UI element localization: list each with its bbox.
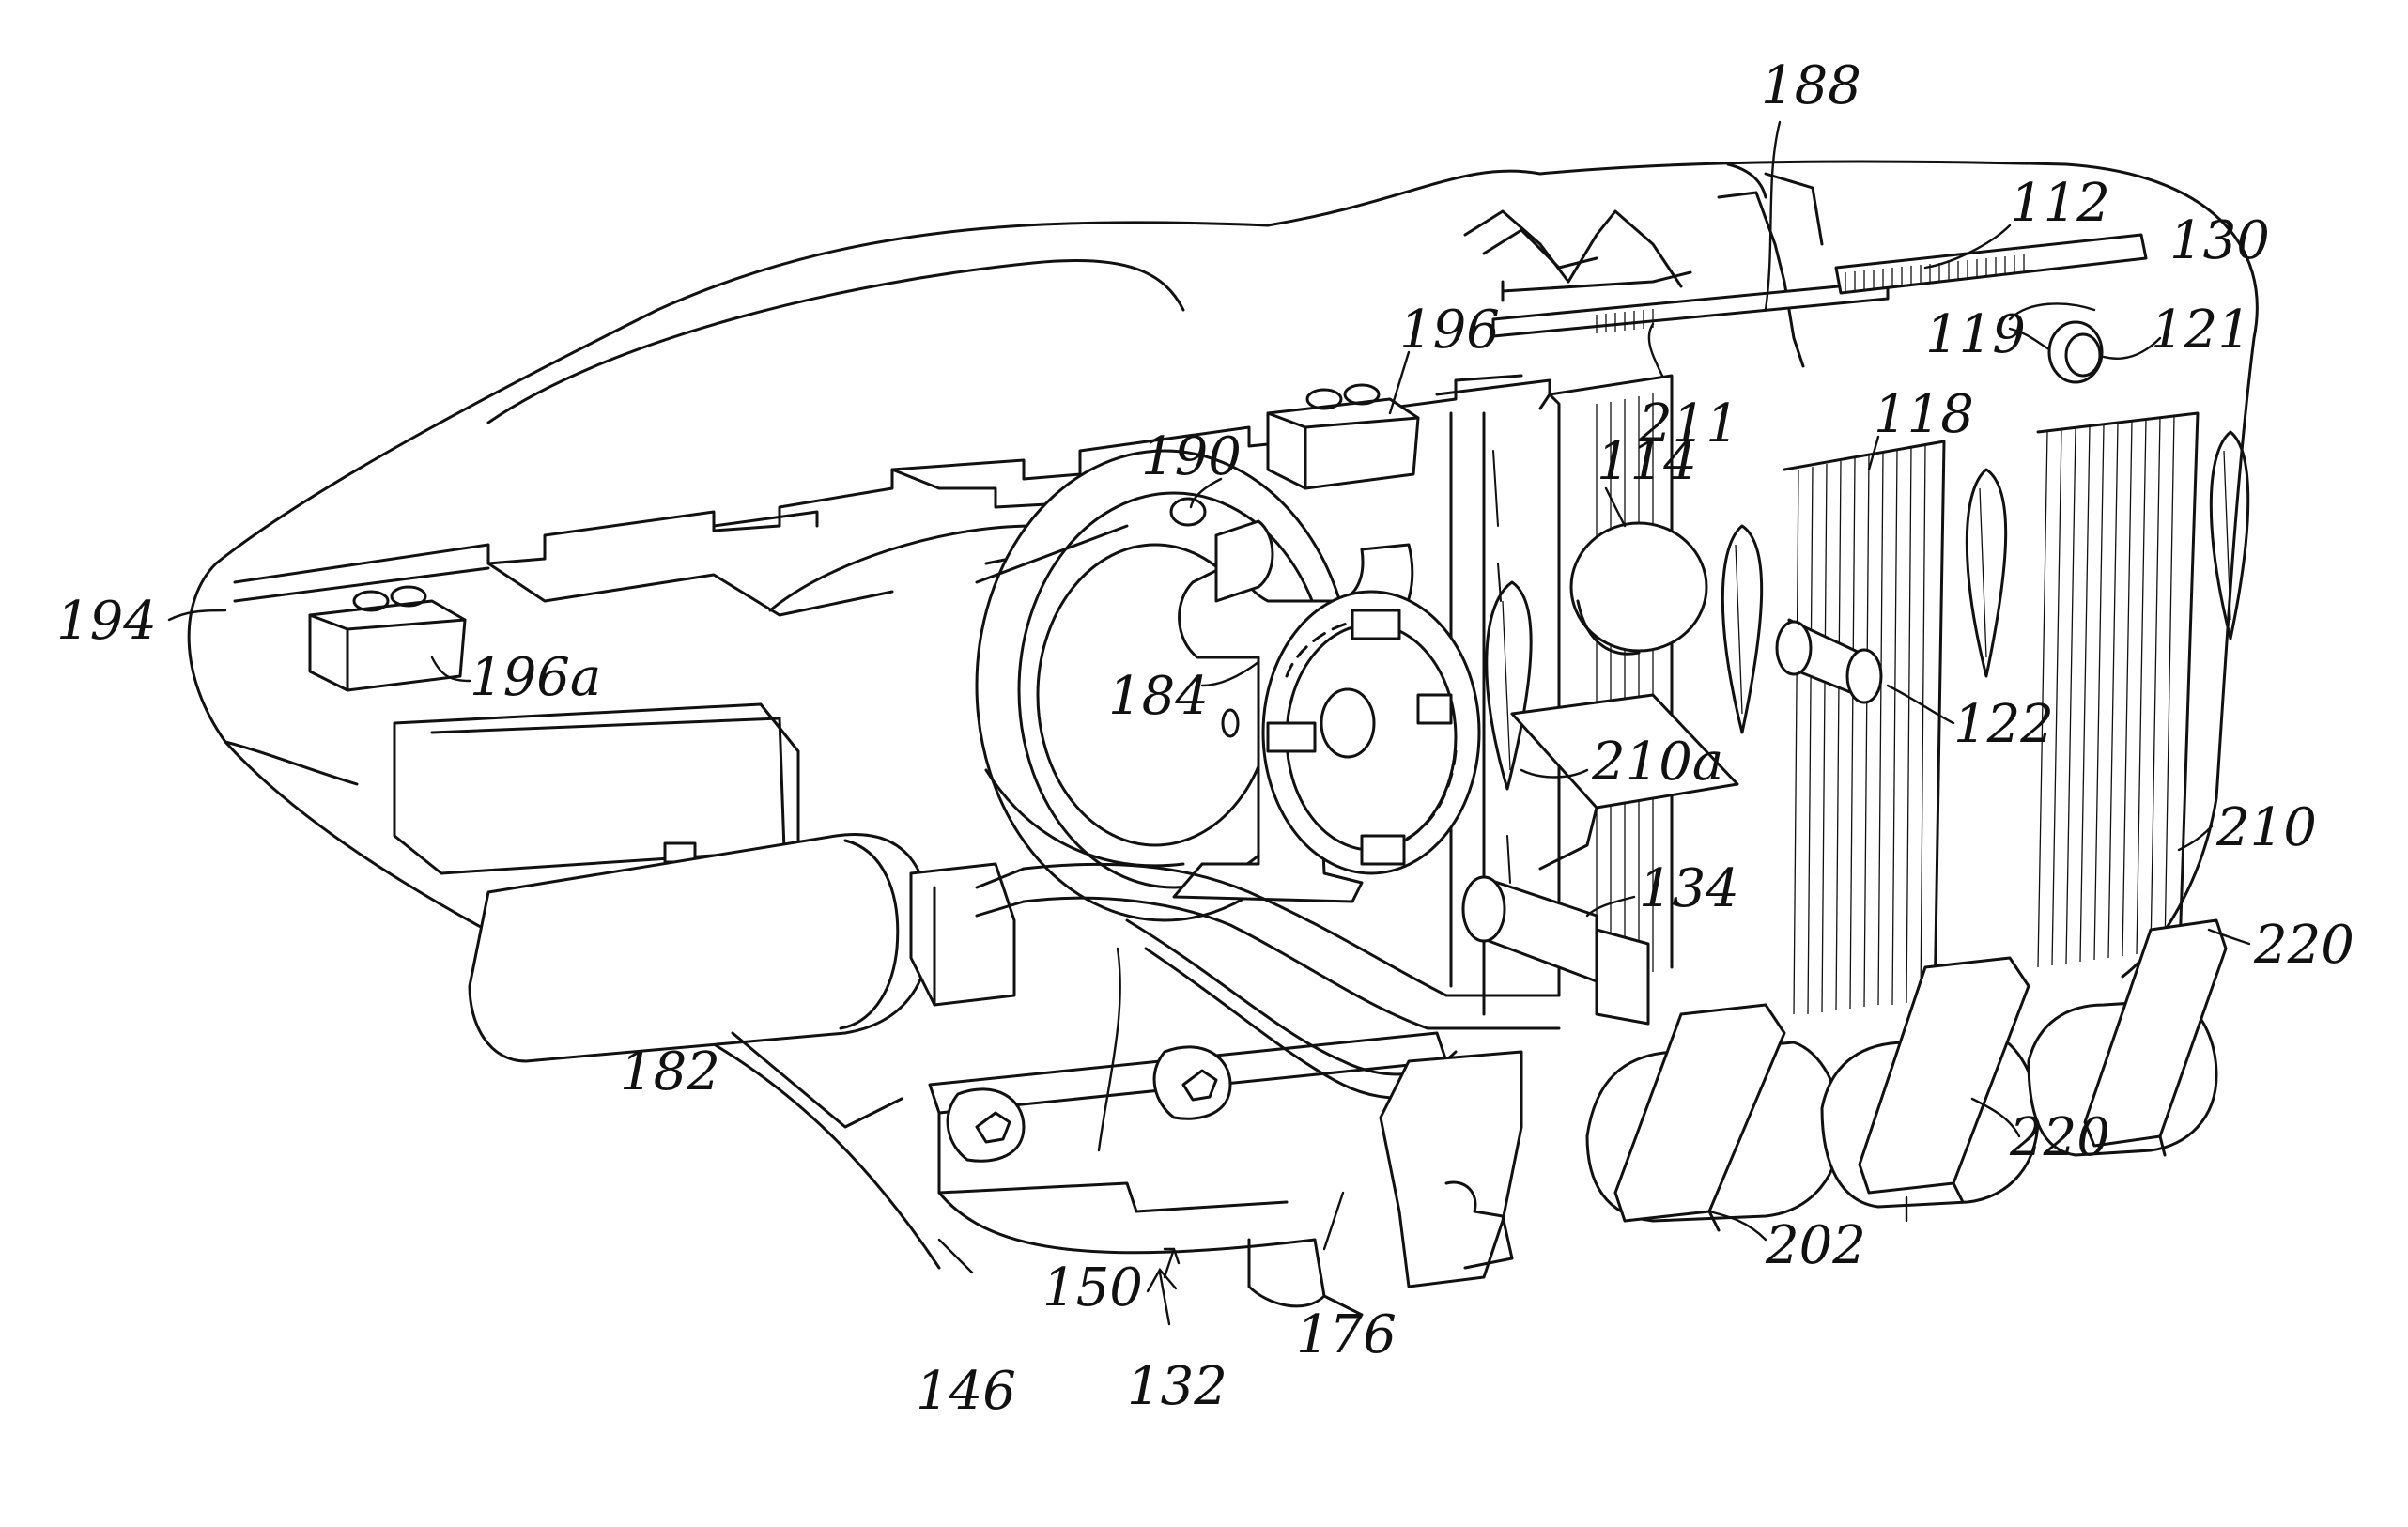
button-114 bbox=[1571, 523, 1706, 654]
label-112: 112 bbox=[2010, 173, 2110, 234]
pin-134 bbox=[1463, 877, 1648, 1024]
label-121: 121 bbox=[2151, 300, 2251, 361]
label-210a: 210a bbox=[1591, 732, 1723, 793]
label-130: 130 bbox=[2169, 210, 2270, 271]
label-196a: 196a bbox=[470, 647, 601, 708]
motor-clamp bbox=[911, 864, 1014, 1005]
label-190: 190 bbox=[1141, 426, 1242, 487]
label-176: 176 bbox=[1296, 1304, 1397, 1365]
lower-bracket-132 bbox=[930, 1033, 1446, 1315]
label-134: 134 bbox=[1639, 858, 1739, 919]
label-132: 132 bbox=[1127, 1356, 1227, 1417]
label-202: 202 bbox=[1765, 1215, 1866, 1276]
label-196: 196 bbox=[1399, 300, 1500, 361]
label-146: 146 bbox=[916, 1361, 1016, 1422]
latch-176 bbox=[1381, 1052, 1521, 1287]
block-196 bbox=[1268, 385, 1418, 488]
label-188: 188 bbox=[1761, 55, 1861, 116]
label-220-right: 220 bbox=[2253, 915, 2354, 976]
pin-122 bbox=[1777, 620, 1881, 702]
label-182: 182 bbox=[620, 1041, 720, 1103]
label-114: 114 bbox=[1597, 431, 1697, 492]
label-220-lower: 220 bbox=[2009, 1107, 2110, 1168]
ring-coupling bbox=[1263, 592, 1479, 873]
label-194: 194 bbox=[56, 591, 157, 652]
label-210: 210 bbox=[2215, 797, 2317, 858]
arrow-132 bbox=[1148, 1270, 1176, 1324]
label-122: 122 bbox=[1953, 694, 2054, 755]
label-150: 150 bbox=[1042, 1257, 1143, 1319]
label-118: 118 bbox=[1874, 384, 1974, 445]
label-119: 119 bbox=[1925, 304, 2026, 365]
label-184: 184 bbox=[1108, 666, 1209, 727]
block-196a bbox=[310, 587, 465, 690]
hole-119 bbox=[2049, 322, 2102, 382]
